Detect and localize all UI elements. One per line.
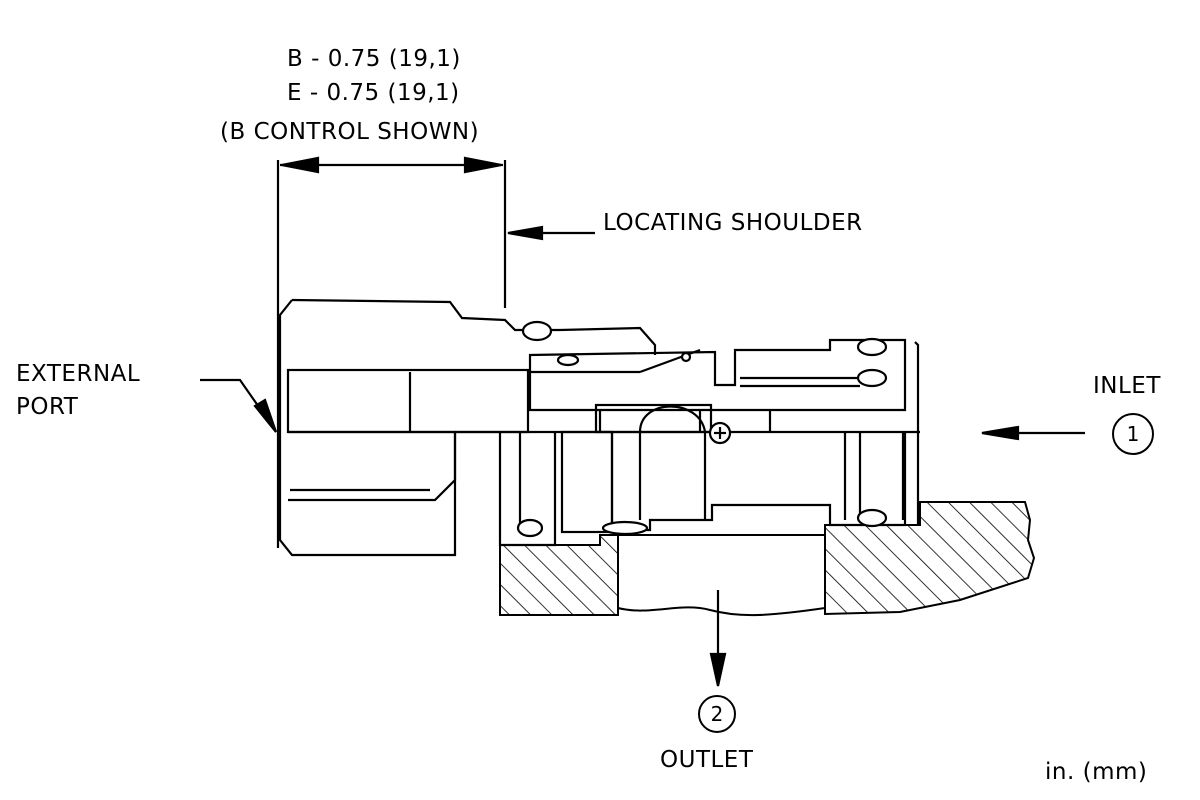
locating-shoulder-label: LOCATING SHOULDER (603, 210, 863, 236)
external-port-label-line2: PORT (16, 394, 79, 420)
external-port-label-line1: EXTERNAL (16, 361, 141, 387)
inlet-port-number: 1 (1127, 422, 1140, 446)
dimension-line-2: E - 0.75 (19,1) (287, 80, 460, 106)
inlet-label: INLET (1093, 373, 1161, 399)
dimension-line-3: (B CONTROL SHOWN) (220, 119, 480, 145)
locating-shoulder-leader (507, 225, 595, 241)
hex-body (278, 298, 657, 557)
manifold-body (499, 501, 1036, 617)
o-rings (516, 320, 888, 538)
inlet-port-marker: 1 (1112, 413, 1154, 455)
outlet-port-marker: 2 (698, 695, 736, 733)
inlet-arrow (981, 425, 1085, 441)
units-label: in. (mm) (1045, 759, 1148, 785)
outlet-arrow (709, 590, 727, 687)
external-port-leader (200, 378, 278, 433)
dimension-line-1: B - 0.75 (19,1) (287, 46, 461, 72)
dimension-width (276, 156, 507, 548)
outlet-port-number: 2 (711, 702, 724, 726)
outlet-label: OUTLET (660, 747, 754, 773)
